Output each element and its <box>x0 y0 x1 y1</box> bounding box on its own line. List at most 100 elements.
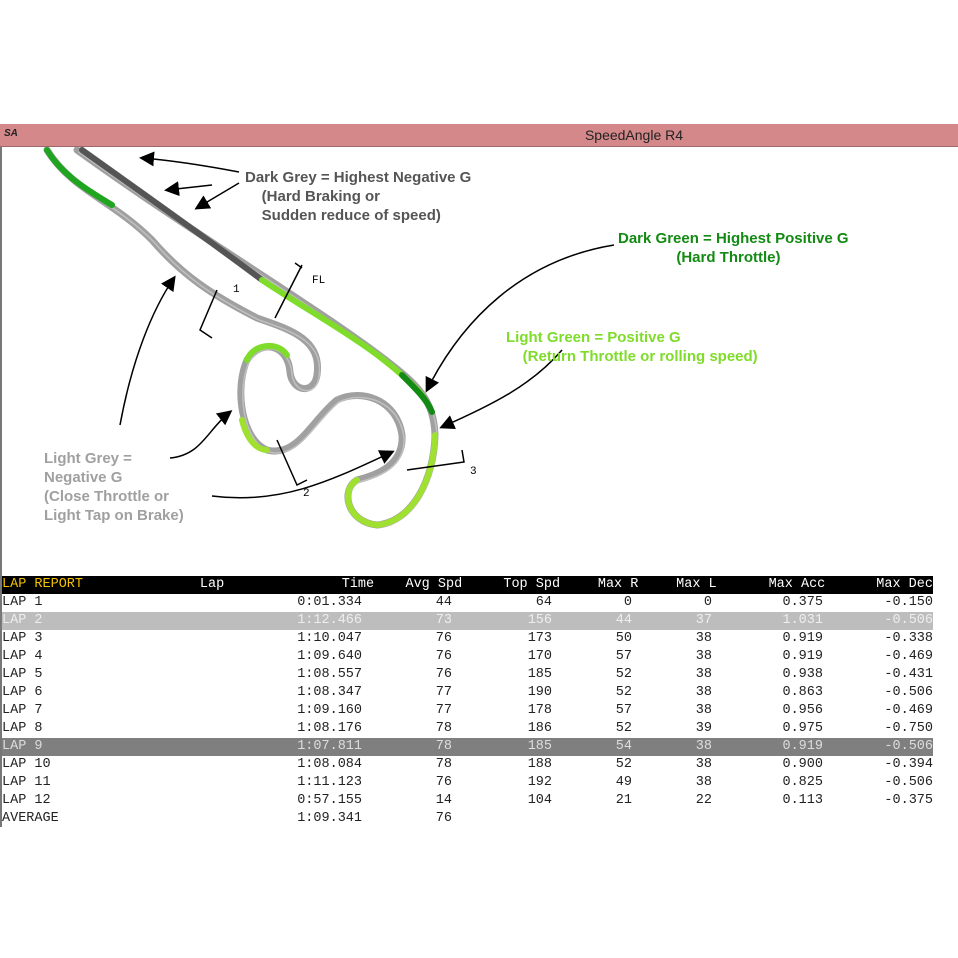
table-cell: -0.506 <box>884 685 933 700</box>
table-cell: -0.338 <box>884 631 933 646</box>
table-cell: 76 <box>435 775 452 790</box>
table-cell: 186 <box>527 721 552 736</box>
table-cell: 54 <box>615 739 632 754</box>
lap-report-table: LAP REPORT Lap Time Avg Spd Top Spd Max … <box>2 576 933 828</box>
table-cell: 78 <box>435 739 452 754</box>
table-cell: 0.938 <box>782 667 823 682</box>
table-cell: 78 <box>435 721 452 736</box>
table-cell: 76 <box>435 631 452 646</box>
table-cell: 0.863 <box>782 685 823 700</box>
table-cell: 1.031 <box>782 613 823 628</box>
table-cell: 76 <box>435 667 452 682</box>
table-cell: 190 <box>527 685 552 700</box>
track-map-panel: FL 1 2 3 <box>0 147 958 827</box>
table-cell: 38 <box>695 649 712 664</box>
track-map: FL 1 2 3 <box>43 147 615 529</box>
table-row[interactable]: LAP 3 1:10.047 76 173 50 38 0.919 -0.338 <box>2 630 933 648</box>
table-cell: 0:01.334 <box>297 595 362 610</box>
table-cell: 0.825 <box>782 775 823 790</box>
title-bar[interactable]: SA SpeedAngle R4 <box>0 124 958 147</box>
table-cell: 1:11.123 <box>297 775 362 790</box>
table-cell: 77 <box>435 703 452 718</box>
header-max-r: Max R <box>597 577 639 592</box>
table-cell <box>552 810 632 828</box>
light-green-segment <box>239 417 270 453</box>
table-cell: -0.150 <box>884 595 933 610</box>
table-cell: LAP 3 <box>2 631 43 646</box>
table-cell: 1:07.811 <box>297 739 362 754</box>
table-cell: 0.919 <box>782 739 823 754</box>
light-green-segment <box>345 432 438 528</box>
table-cell: 1:08.084 <box>297 757 362 772</box>
table-cell <box>452 810 552 828</box>
table-cell: 178 <box>527 703 552 718</box>
table-cell: 22 <box>695 793 712 808</box>
table-cell: -0.375 <box>884 793 933 808</box>
marker-1: 1 <box>233 284 240 296</box>
table-cell: -0.506 <box>884 775 933 790</box>
light-green-segment <box>244 343 290 363</box>
table-cell: 38 <box>695 685 712 700</box>
table-cell: -0.750 <box>884 721 933 736</box>
table-cell: 104 <box>527 793 552 808</box>
table-cell: -0.394 <box>884 757 933 772</box>
table-cell <box>632 810 712 828</box>
legend-dark-green: Dark Green = Highest Positive G (Hard Th… <box>618 230 849 266</box>
table-cell: 73 <box>435 613 452 628</box>
table-cell: 76 <box>435 811 452 826</box>
table-cell: 52 <box>615 667 632 682</box>
table-cell: 0.919 <box>782 649 823 664</box>
table-cell: 57 <box>615 649 632 664</box>
table-cell: 185 <box>527 739 552 754</box>
table-cell: 0.956 <box>782 703 823 718</box>
table-cell: LAP 11 <box>2 775 51 790</box>
header-avg-spd: Avg Spd <box>405 577 463 592</box>
table-cell: LAP 8 <box>2 721 43 736</box>
table-cell: 21 <box>615 793 632 808</box>
table-cell: 1:09.640 <box>297 649 362 664</box>
table-cell <box>712 810 823 828</box>
table-cell: -0.469 <box>884 649 933 664</box>
table-cell: LAP 7 <box>2 703 43 718</box>
table-cell: 0:57.155 <box>297 793 362 808</box>
table-cell: 0.919 <box>782 631 823 646</box>
table-cell: 1:08.557 <box>297 667 362 682</box>
table-cell: 1:10.047 <box>297 631 362 646</box>
table-cell: -0.506 <box>884 739 933 754</box>
table-cell <box>823 810 933 828</box>
marker-2: 2 <box>303 488 310 500</box>
table-cell: 0.113 <box>782 793 823 808</box>
header-top-spd: Top Spd <box>503 577 561 592</box>
table-header: LAP REPORT Lap Time Avg Spd Top Spd Max … <box>2 576 933 594</box>
header-max-acc: Max Acc <box>768 577 826 592</box>
legend-light-grey: Light Grey = Negative G (Close Throttle … <box>44 450 184 524</box>
marker-3: 3 <box>470 466 477 478</box>
table-cell: 38 <box>695 631 712 646</box>
table-cell: 50 <box>615 631 632 646</box>
legend-dark-grey: Dark Grey = Highest Negative G (Hard Bra… <box>245 169 472 224</box>
table-cell: AVERAGE <box>2 811 59 826</box>
table-cell: 39 <box>695 721 712 736</box>
table-cell: LAP 2 <box>2 613 43 628</box>
table-cell: 192 <box>527 775 552 790</box>
table-cell: 173 <box>527 631 552 646</box>
table-cell: 1:09.160 <box>297 703 362 718</box>
table-cell: 38 <box>695 757 712 772</box>
table-cell: LAP 12 <box>2 793 51 808</box>
table-cell: 44 <box>615 613 632 628</box>
table-cell: 64 <box>535 595 552 610</box>
table-cell: 49 <box>615 775 632 790</box>
table-cell: 57 <box>615 703 632 718</box>
